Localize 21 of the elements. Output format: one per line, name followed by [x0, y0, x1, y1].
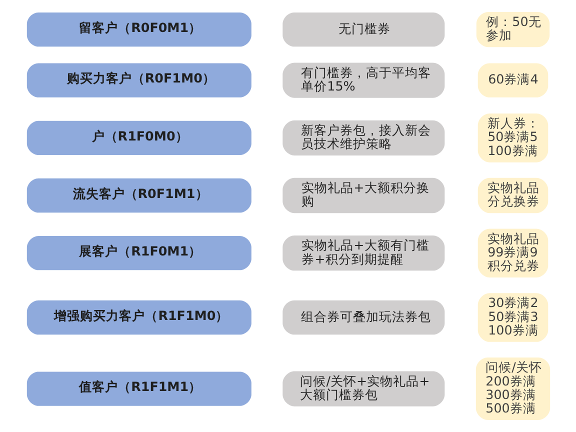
node-box: 组合券可叠加玩法券包	[282, 300, 444, 335]
node-box: 实物礼品+大额有门槛券+积分到期提醒	[282, 236, 444, 271]
node-box: 问候/关怀+实物礼品+大额门槛券包	[282, 371, 444, 406]
node-box: 实物礼品 99券满9 积分兑券	[477, 228, 548, 278]
node-box: 增强购买力客户（R1F1M0）	[26, 300, 251, 335]
node-box: 60券满4	[477, 63, 548, 98]
node-box: 新人券： 50券满5 100券满	[477, 114, 548, 162]
node-box: 问候/关怀 200券满 300券满 500券满	[475, 358, 550, 420]
node-box: 留客户（R0F0M1）	[26, 12, 251, 47]
node-box: 无门槛券	[282, 12, 444, 47]
node-box: 新客户券包，接入新会员技术维护策略	[282, 120, 444, 156]
node-box: 流失客户（R0F1M1）	[26, 178, 251, 213]
node-box: 户（R1F0M0）	[26, 120, 251, 155]
node-box: 购买力客户（R0F1M0）	[26, 63, 251, 98]
node-box: 展客户（R1F0M1）	[26, 236, 251, 270]
node-box: 实物礼品分兑换券	[477, 178, 548, 214]
node-box: 例：50无参加	[476, 12, 550, 48]
node-box: 值客户（R1F1M1）	[26, 372, 251, 406]
node-box: 有门槛券，高于平均客单价15%	[282, 62, 444, 98]
node-box: 实物礼品+大额积分换购	[282, 178, 444, 214]
node-box: 30券满2 50券满3 100券满	[477, 293, 548, 342]
